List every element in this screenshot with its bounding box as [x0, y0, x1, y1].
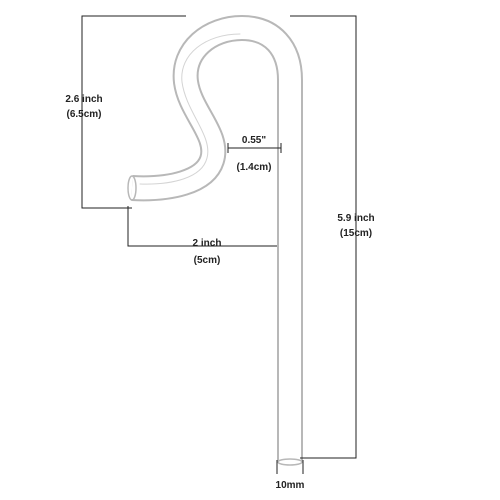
- glass-tube-body: [131, 17, 301, 462]
- dimension-lines: [81, 15, 357, 474]
- outlet-height-cm-label: (6.5cm): [66, 109, 101, 120]
- gap-cm-label: (1.4cm): [236, 162, 271, 173]
- dimension-labels: 2.6 inch (6.5cm) 0.55" (1.4cm) 2 inch (5…: [65, 94, 374, 491]
- intake-opening: [277, 458, 303, 466]
- glass-tube: [127, 15, 303, 466]
- reach-inch-label: 2 inch: [193, 238, 222, 249]
- outlet-opening: [127, 175, 137, 201]
- glass-tube-highlight: [139, 33, 241, 185]
- outlet-height-bracket: [81, 15, 186, 209]
- total-height-bracket: [290, 15, 357, 459]
- outlet-height-inch-label: 2.6 inch: [65, 94, 102, 105]
- total-height-cm-label: (15cm): [340, 228, 372, 239]
- diameter-label: 10mm: [276, 480, 305, 491]
- reach-cm-label: (5cm): [194, 255, 221, 266]
- total-height-inch-label: 5.9 inch: [337, 213, 374, 224]
- reach-bracket: [127, 206, 277, 247]
- gap-inch-label: 0.55": [242, 135, 266, 146]
